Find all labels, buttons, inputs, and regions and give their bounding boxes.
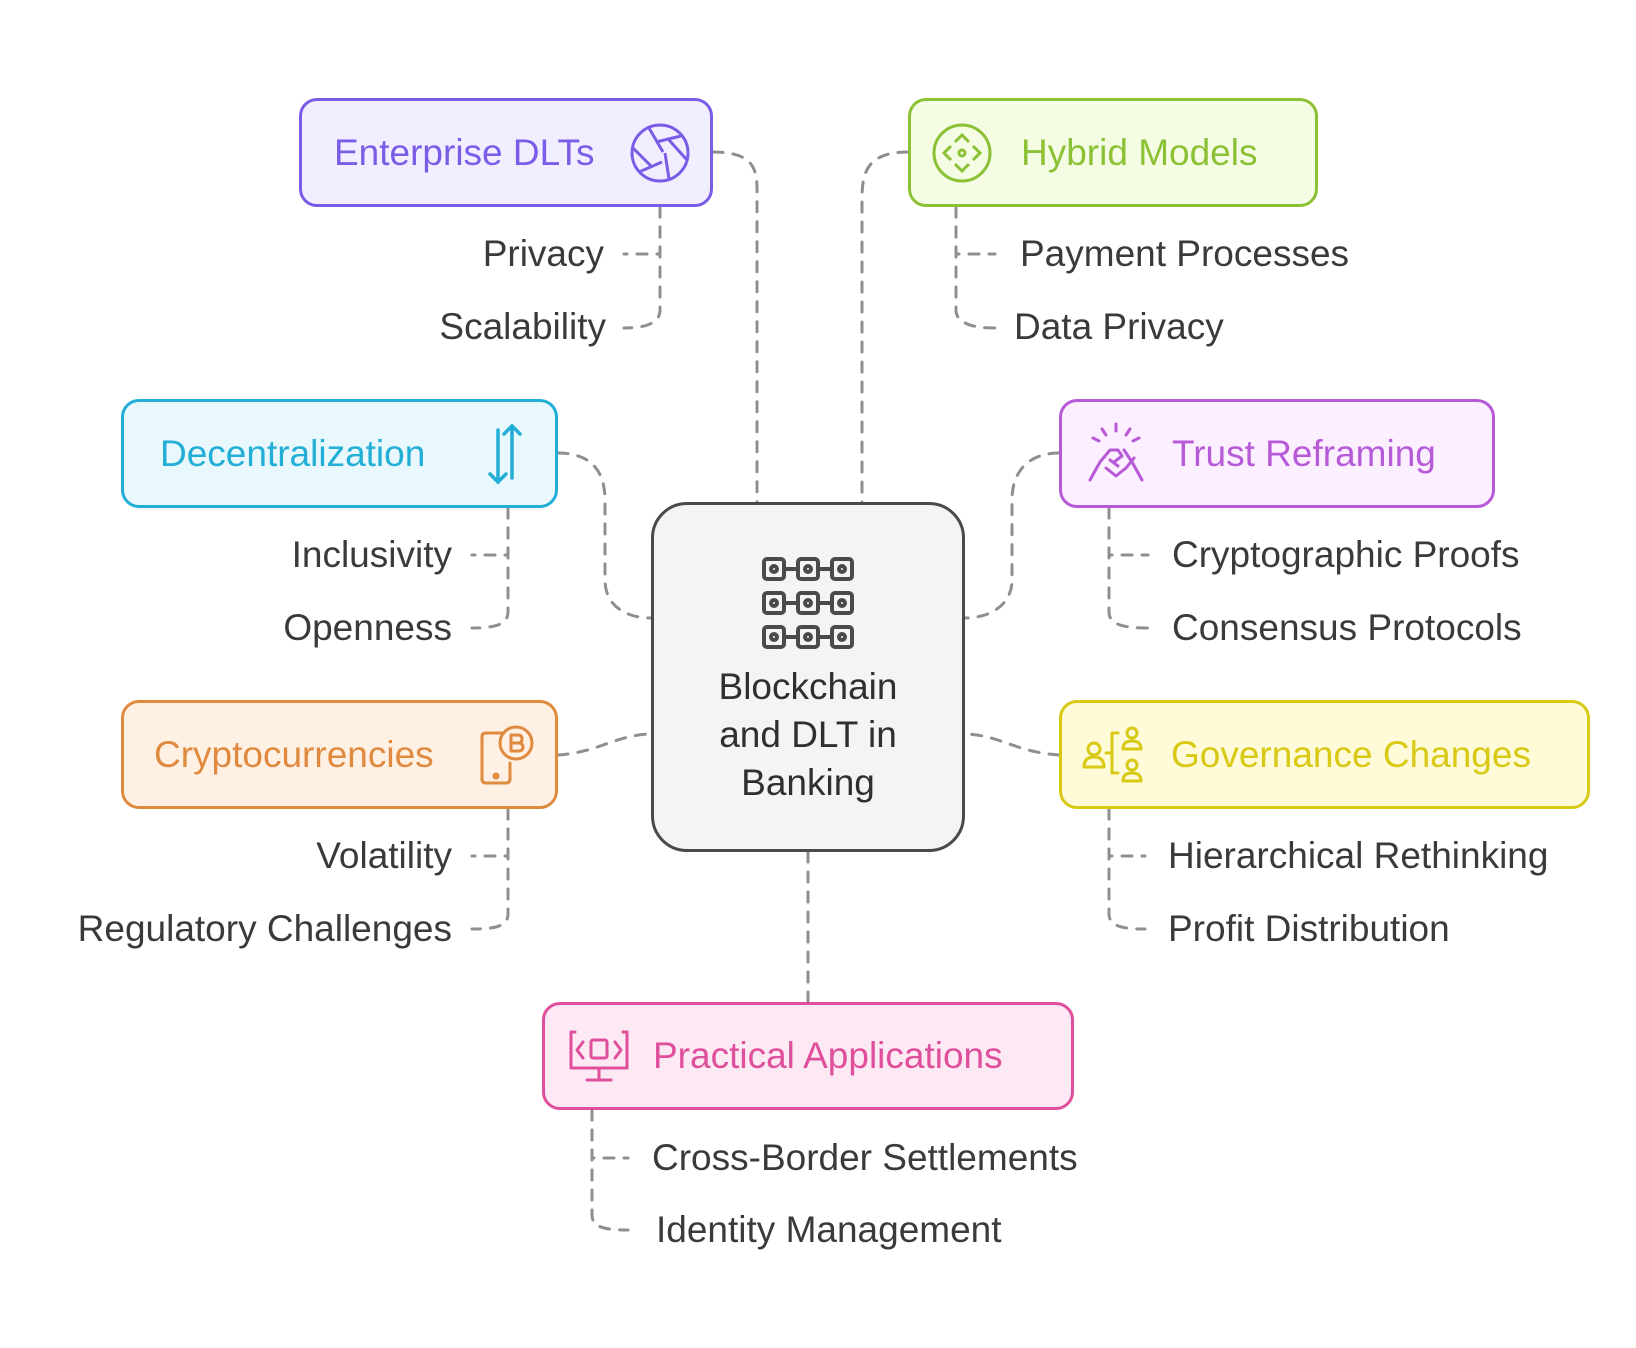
- up-down-arrows-icon: [488, 423, 522, 484]
- sub-item: Profit Distribution: [1168, 908, 1450, 949]
- sublink-crossborder: [590, 1108, 630, 1160]
- sublink-consensus: [1107, 506, 1150, 630]
- sublink-regulatory: [470, 807, 510, 931]
- sub-item: Consensus Protocols: [1172, 607, 1522, 648]
- sub-item: Privacy: [482, 233, 604, 274]
- sublink-privacy: [622, 205, 662, 256]
- link-decentralization: [556, 451, 653, 620]
- node-trust-reframing: Trust Reframing: [1059, 399, 1495, 508]
- people-structure-icon: [1082, 726, 1143, 782]
- sub-item: Volatility: [316, 835, 452, 876]
- node-label: Enterprise DLTs: [334, 131, 595, 173]
- center-title-line: and DLT in: [719, 714, 897, 755]
- sub-item: Inclusivity: [291, 534, 452, 575]
- sublink-volatility: [470, 807, 510, 858]
- sub-item: Regulatory Challenges: [77, 908, 452, 949]
- bitcoin-phone-icon: [480, 725, 534, 784]
- node-label: Cryptocurrencies: [154, 733, 434, 775]
- node-label: Trust Reframing: [1172, 432, 1436, 474]
- sub-item: Scalability: [439, 306, 606, 347]
- center-title: Blockchain and DLT in Banking: [654, 663, 962, 807]
- link-enterprise: [711, 150, 759, 504]
- sub-item: Openness: [283, 607, 452, 648]
- sub-item: Payment Processes: [1020, 233, 1350, 274]
- link-crypto: [556, 732, 653, 757]
- node-label: Practical Applications: [653, 1035, 1003, 1076]
- sub-item: Cryptographic Proofs: [1172, 534, 1520, 575]
- sub-item: Data Privacy: [1014, 306, 1224, 347]
- node-practical-applications: Practical Applications: [542, 1002, 1074, 1110]
- center-title-line: Banking: [741, 762, 875, 803]
- handshake-icon: [1088, 422, 1144, 481]
- sublink-identity: [590, 1108, 630, 1232]
- aperture-icon: [630, 123, 690, 182]
- link-hybrid: [860, 150, 910, 504]
- node-governance-changes: Governance Changes: [1059, 700, 1590, 809]
- diamond-arrows-icon: [932, 123, 992, 182]
- node-label: Hybrid Models: [1021, 131, 1258, 173]
- node-cryptocurrencies: Cryptocurrencies: [121, 700, 558, 809]
- blockchain-grid-icon: [762, 557, 854, 649]
- code-monitor-icon: [569, 1030, 629, 1082]
- sublink-payment: [954, 205, 997, 256]
- sublink-hierarchical: [1107, 807, 1147, 858]
- sub-item: Identity Management: [656, 1209, 1002, 1250]
- sublink-scalability: [622, 205, 662, 330]
- sublink-inclusivity: [470, 506, 510, 557]
- node-hybrid-models: Hybrid Models: [908, 98, 1318, 207]
- sublink-openness: [470, 506, 510, 630]
- node-decentralization: Decentralization: [121, 399, 558, 508]
- center-node: Blockchain and DLT in Banking: [651, 502, 965, 852]
- node-label: Governance Changes: [1171, 733, 1531, 775]
- sublink-profit: [1107, 807, 1147, 931]
- sublink-dataprivacy: [954, 205, 997, 330]
- link-governance: [963, 732, 1061, 757]
- node-enterprise-dlts: Enterprise DLTs: [299, 98, 713, 207]
- center-title-line: Blockchain: [718, 666, 898, 707]
- sub-item: Cross-Border Settlements: [652, 1137, 1078, 1178]
- link-trust: [963, 451, 1061, 620]
- node-label: Decentralization: [160, 432, 426, 474]
- sub-item: Hierarchical Rethinking: [1168, 835, 1549, 876]
- sublink-cryptoproofs: [1107, 506, 1150, 557]
